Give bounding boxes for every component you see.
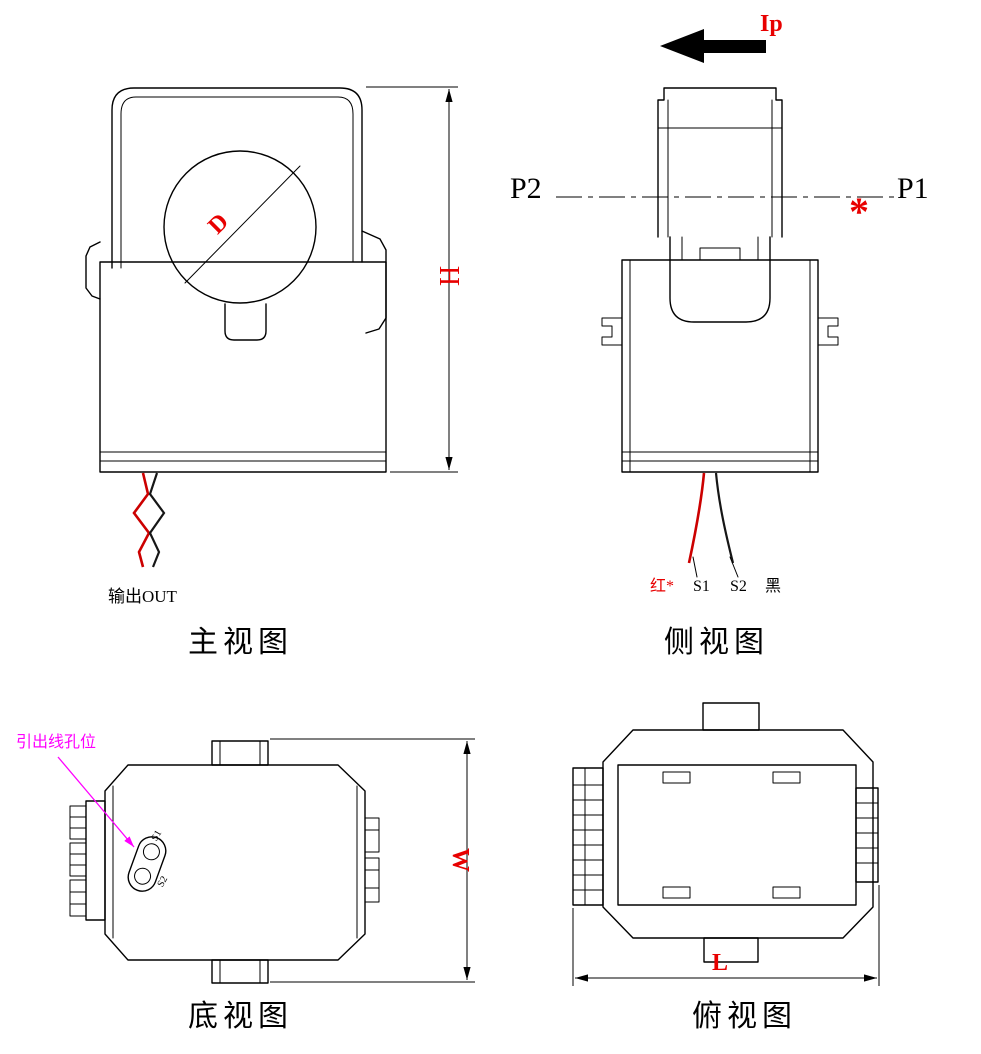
terminal-p1-label: P1 [897, 172, 929, 205]
left-connector [85, 800, 106, 921]
wire-s1-label: S1 [693, 578, 710, 595]
output-wire-red [132, 472, 151, 568]
top-view-drawing [572, 702, 879, 963]
width-dimension [270, 738, 475, 983]
right-latch [361, 230, 387, 334]
right-fins [855, 787, 879, 883]
secondary-wire-red [687, 472, 706, 564]
hole-s2 [134, 867, 152, 885]
left-latch [85, 241, 101, 300]
bottom-view-drawing [57, 740, 380, 984]
front-view-drawing [85, 87, 387, 568]
length-dimension [572, 885, 880, 986]
output-wire-black [148, 472, 166, 568]
side-view-drawing [556, 29, 902, 578]
length-dim-label: L [712, 950, 729, 976]
width-dim-label: W [447, 848, 473, 872]
cable-tab [224, 303, 267, 341]
height-dimension [366, 86, 458, 473]
left-fins [572, 767, 604, 906]
lead-hole-callout: 引出线孔位 [16, 734, 97, 751]
lead-wire-slot [127, 836, 167, 892]
bottom-view-caption: 底视图 [188, 1000, 293, 1033]
hole-s1 [142, 843, 160, 861]
wire-red-label: 红* [650, 578, 675, 595]
secondary-wire-black [714, 472, 735, 564]
wire-black-label: 黑 [765, 578, 782, 595]
front-view-caption: 主视图 [188, 626, 293, 659]
aperture-circle [163, 150, 317, 304]
current-direction-arrow [660, 29, 766, 63]
left-clip [601, 317, 623, 346]
output-wire-label: 输出OUT [108, 587, 177, 606]
hinge-bracket [669, 236, 771, 323]
top-view-caption: 俯视图 [692, 1000, 797, 1033]
lead-hole-leader-line [57, 756, 135, 848]
top-tab [657, 87, 783, 238]
right-clip [817, 317, 839, 346]
wire-s2-label: S2 [730, 578, 747, 595]
polarity-asterisk: * [849, 189, 869, 234]
side-view-caption: 侧视图 [664, 626, 769, 659]
terminal-p2-label: P2 [510, 172, 542, 205]
primary-current-label: Ip [760, 11, 783, 37]
diameter-line [184, 165, 301, 284]
height-dim-label: H [433, 265, 465, 287]
